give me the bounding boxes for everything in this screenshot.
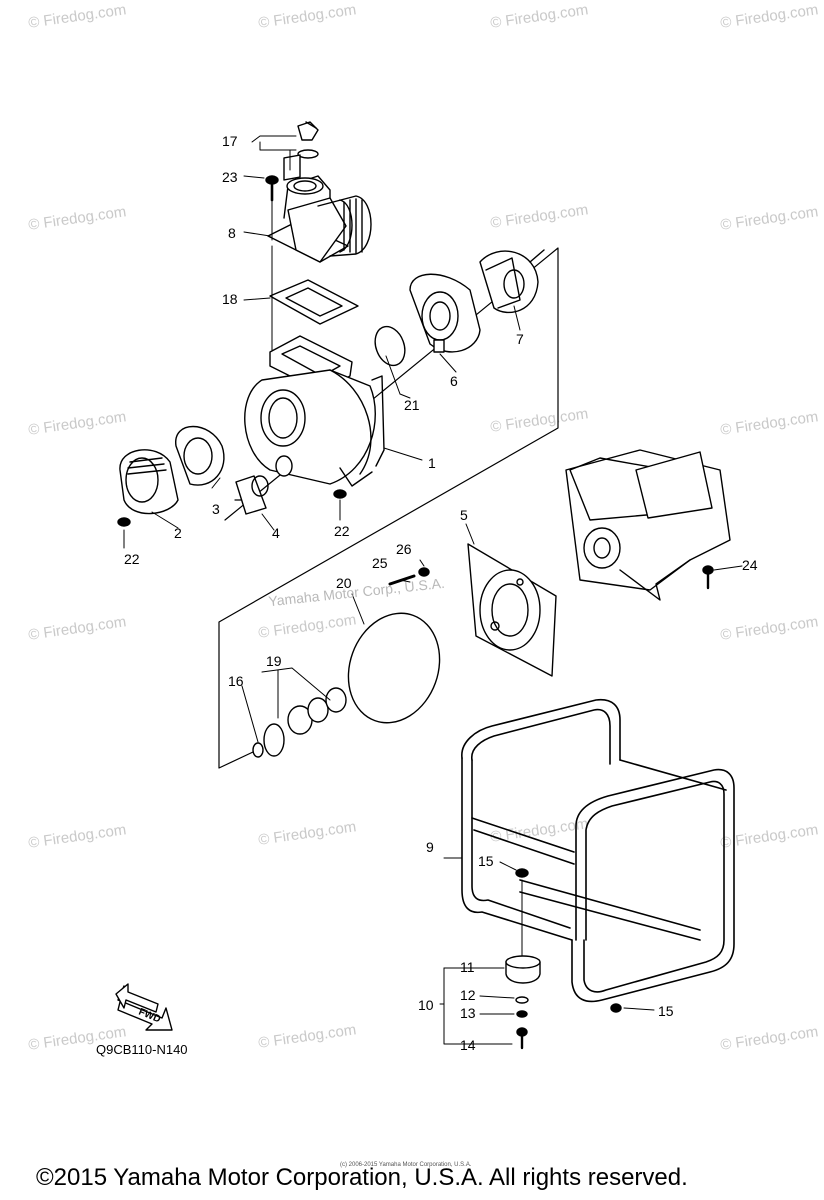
callout-label: 1: [428, 455, 436, 471]
callout-label: 22: [334, 523, 350, 539]
callout-label: 15: [658, 1003, 674, 1019]
diagram-code: Q9CB110-N140: [96, 1042, 188, 1057]
callout-label: 8: [228, 225, 236, 241]
callout-label: 23: [222, 169, 238, 185]
part-large-o-ring: [347, 612, 441, 724]
part-inlet-cover: [119, 449, 179, 515]
part-mechanical-seal: [263, 687, 347, 757]
part-impeller: [479, 249, 545, 314]
callout-label: 10: [418, 997, 434, 1013]
callout-label: 12: [460, 987, 476, 1003]
part-frame: [461, 698, 735, 1003]
callout-label: 13: [460, 1005, 476, 1021]
mini-copyright: (c) 2006-2015 Yamaha Motor Corporation, …: [340, 1162, 472, 1168]
copyright-footer: ©2015 Yamaha Motor Corporation, U.S.A. A…: [36, 1164, 688, 1191]
part-mounting-plate: [467, 543, 557, 677]
leader-lines: [123, 135, 743, 1045]
callout-label: 4: [272, 525, 280, 541]
callout-label: 17: [222, 133, 238, 149]
callout-label: 22: [124, 551, 140, 567]
fwd-arrow-icon: [115, 983, 173, 1031]
part-o-ring: [374, 325, 406, 367]
part-gasket: [269, 279, 359, 325]
callout-label: 2: [174, 525, 182, 541]
part-cap: [297, 121, 319, 159]
part-cover-gasket: [175, 425, 225, 486]
part-bolt-22: [117, 489, 347, 527]
callout-label: 6: [450, 373, 458, 389]
part-pump-casing: [244, 335, 385, 487]
part-elbow: [267, 154, 372, 263]
part-bolt-24: [702, 565, 714, 590]
callout-label: 18: [222, 291, 238, 307]
callout-labels: 1 2 3 4 5 6 7 8 9 10 11 12 13 14 15 15 1…: [124, 133, 758, 1053]
part-drain-plug: [235, 455, 293, 515]
part-engine: [565, 449, 731, 601]
callout-label: 19: [266, 653, 282, 669]
callout-label: 25: [372, 555, 388, 571]
callout-label: 9: [426, 839, 434, 855]
callout-label: 24: [742, 557, 758, 573]
part-washer: [252, 742, 264, 758]
callout-label: 11: [460, 959, 475, 975]
callout-label: 5: [460, 507, 468, 523]
callout-label: 21: [404, 397, 420, 413]
connection-lines: [271, 149, 401, 395]
callout-label: 26: [396, 541, 412, 557]
callout-label: 7: [516, 331, 524, 347]
callout-label: 16: [228, 673, 244, 689]
callout-label: 15: [478, 853, 494, 869]
part-volute: [409, 273, 481, 353]
part-rubber-mount: [505, 868, 622, 1050]
callout-label: 14: [460, 1037, 476, 1053]
part-bolt: [265, 175, 279, 202]
callout-label: 20: [336, 575, 352, 591]
callout-label: 3: [212, 501, 220, 517]
